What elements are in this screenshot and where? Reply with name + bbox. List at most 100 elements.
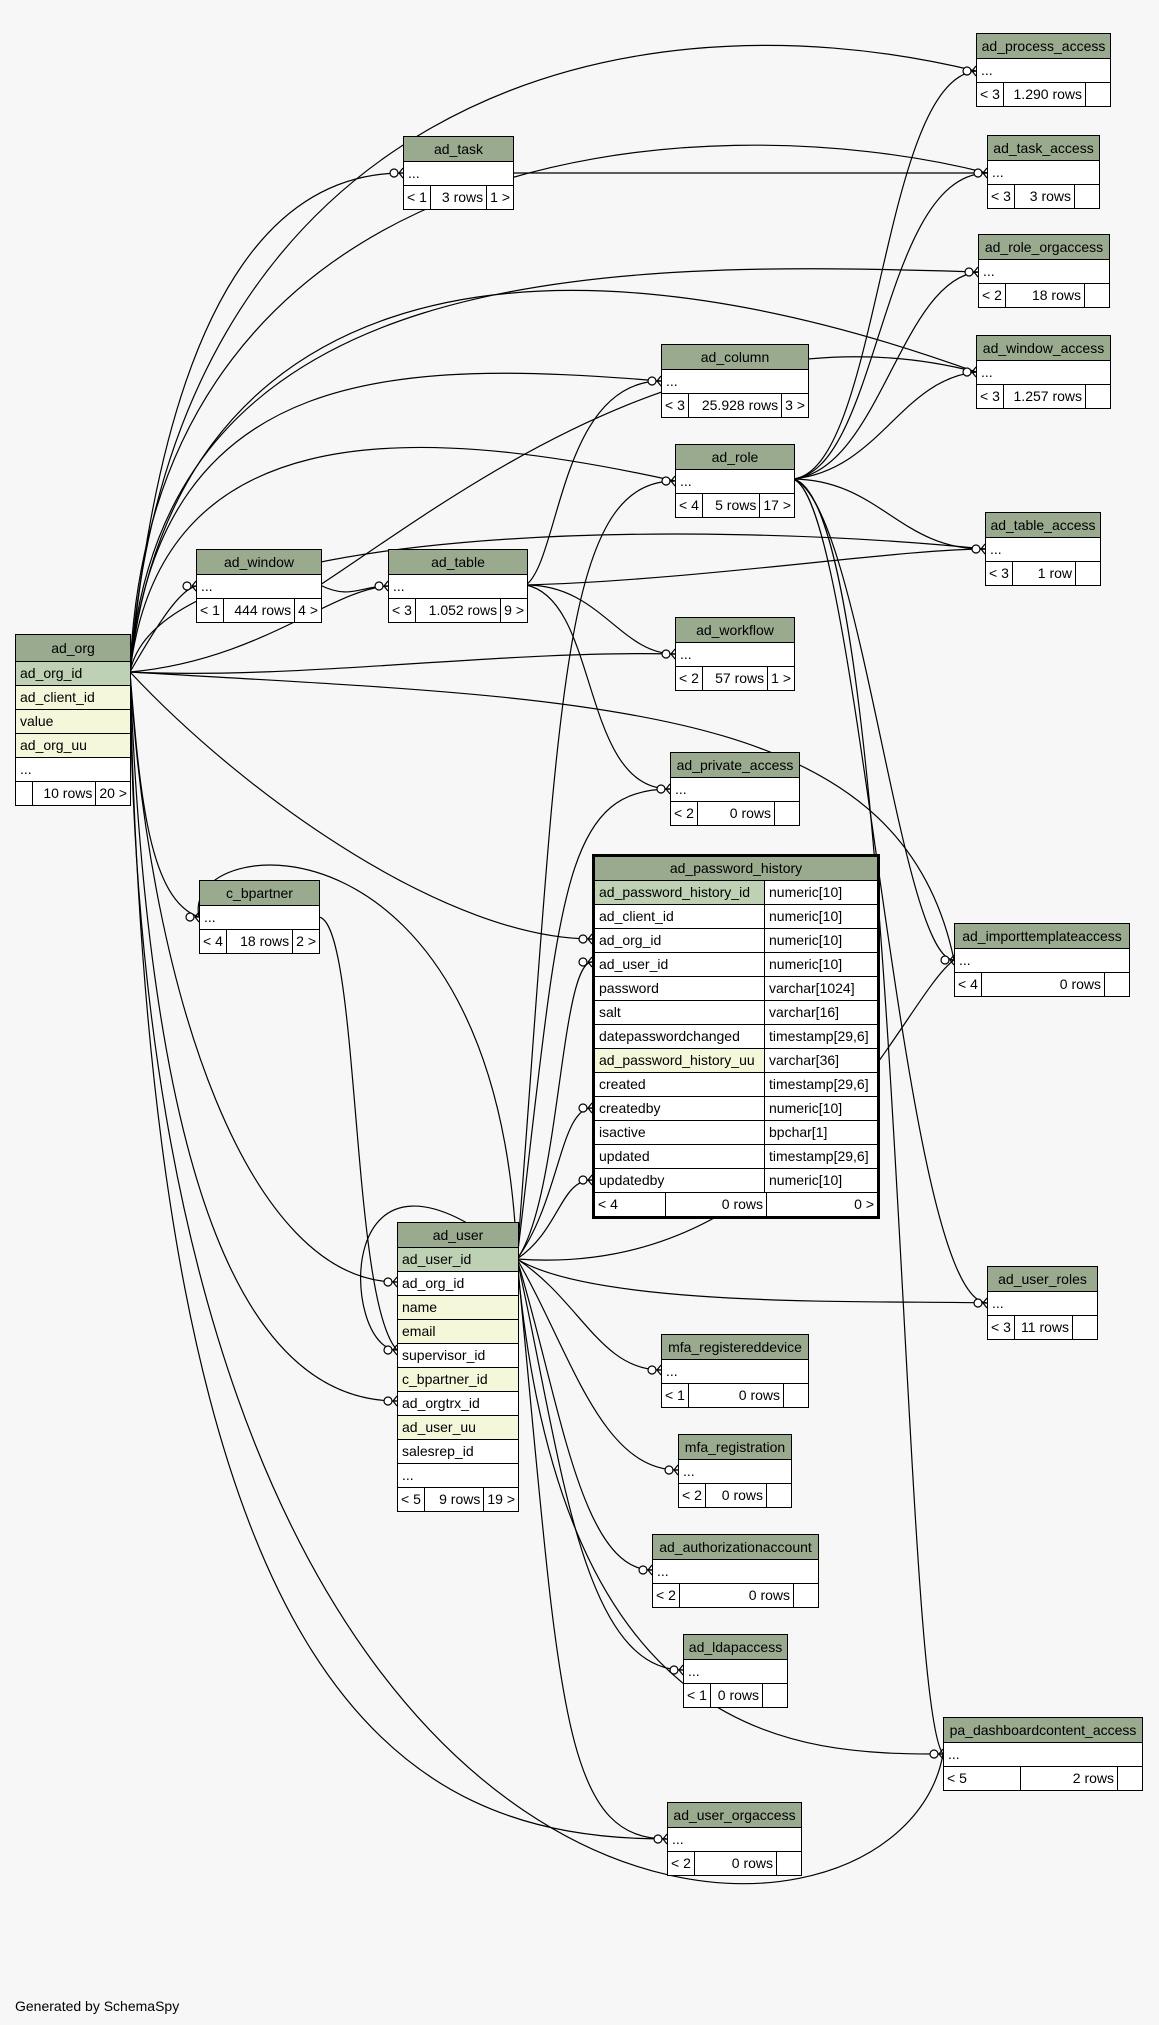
children-count[interactable] (1076, 562, 1100, 585)
table-ad-user[interactable]: ad_user ad_user_id ad_org_id name email … (397, 1222, 519, 1512)
children-count[interactable]: 9 > (504, 602, 524, 618)
children-count[interactable]: 4 > (298, 602, 318, 618)
endpoint-phUpdated-crow-foot-2 (587, 1179, 593, 1186)
parents-count[interactable]: < 4 (595, 1193, 666, 1216)
column-name: ... (666, 373, 678, 389)
table-title: ad_workflow (676, 618, 794, 643)
parents-count[interactable]: < 2 (676, 667, 703, 690)
column-name: ... (992, 164, 1004, 180)
parents-count[interactable]: < 3 (977, 83, 1004, 106)
column-type: numeric[10] (764, 1097, 877, 1120)
parents-count[interactable]: < 2 (671, 802, 698, 825)
parents-count[interactable]: < 4 (200, 930, 227, 953)
endpoint-mfaDev-crow-foot-2 (656, 1369, 662, 1376)
table-ad-password-history[interactable]: ad_password_history ad_password_history_… (592, 854, 880, 1219)
endpoint-importT-optional-marker (940, 955, 950, 965)
parents-count[interactable]: < 3 (389, 599, 416, 622)
children-count[interactable]: 1 > (490, 189, 510, 205)
children-count[interactable] (1086, 385, 1110, 408)
table-ad-workflow[interactable]: ad_workflow ... < 2 57 rows 1 > (675, 617, 795, 691)
table-ad-task-access[interactable]: ad_task_access ... < 3 3 rows (987, 135, 1100, 209)
table-pa-dashboardcontent-access[interactable]: pa_dashboardcontent_access ... < 5 2 row… (943, 1717, 1143, 1791)
parents-count[interactable]: < 5 (944, 1767, 1021, 1790)
children-count[interactable]: 19 > (487, 1491, 515, 1507)
children-count[interactable] (777, 1852, 801, 1875)
table-ad-private-access[interactable]: ad_private_access ... < 2 0 rows (670, 752, 800, 826)
children-count[interactable] (1086, 83, 1110, 106)
children-count[interactable] (775, 802, 799, 825)
children-count[interactable] (794, 1584, 818, 1607)
endpoint-winacc-optional-marker (962, 367, 972, 377)
edge-table-private-access (525, 584, 671, 790)
table-ad-importtemplateaccess[interactable]: ad_importtemplateaccess ... < 4 0 rows (954, 923, 1130, 997)
parents-count[interactable]: < 4 (676, 494, 703, 517)
children-count[interactable] (784, 1384, 808, 1407)
table-ad-role-orgaccess[interactable]: ad_role_orgaccess ... < 2 18 rows (978, 234, 1110, 308)
children-count[interactable]: 0 > (854, 1196, 874, 1212)
table-title: ad_table (389, 550, 527, 575)
parents-count[interactable]: < 2 (679, 1484, 706, 1507)
endpoint-dash-crow-foot-1 (938, 1748, 944, 1755)
children-count[interactable] (763, 1684, 787, 1707)
column-type: timestamp[29,6] (764, 1073, 877, 1096)
children-count[interactable] (1105, 973, 1129, 996)
table-ad-user-roles[interactable]: ad_user_roles ... < 3 11 rows (987, 1266, 1098, 1340)
children-count[interactable]: 20 > (99, 785, 127, 801)
table-footer: < 2 0 rows (668, 1852, 801, 1875)
children-count[interactable] (1118, 1767, 1142, 1790)
column-name: ... (990, 541, 1002, 557)
table-mfa-registration[interactable]: mfa_registration ... < 2 0 rows (678, 1434, 792, 1508)
parents-count[interactable]: < 3 (988, 1316, 1015, 1339)
table-ad-role[interactable]: ad_role ... < 4 5 rows 17 > (675, 444, 795, 518)
table-ad-column[interactable]: ad_column ... < 3 25.928 rows 3 > (661, 344, 809, 418)
table-ad-table[interactable]: ad_table ... < 3 1.052 rows 9 > (388, 549, 528, 623)
parents-count[interactable]: < 3 (988, 185, 1015, 208)
children-count[interactable] (1085, 284, 1109, 307)
edge-user-role (516, 480, 676, 1260)
table-title: ad_window (197, 550, 321, 575)
column-more: ... (653, 1560, 818, 1584)
endpoint-table-crow-foot-2 (383, 585, 389, 592)
parents-count[interactable]: < 1 (404, 186, 431, 209)
table-mfa-registereddevice[interactable]: mfa_registereddevice ... < 1 0 rows (661, 1334, 809, 1408)
parents-count[interactable]: < 3 (977, 385, 1004, 408)
edge-org-table-access (129, 533, 986, 673)
parents-count[interactable]: < 1 (662, 1384, 689, 1407)
table-ad-user-orgaccess[interactable]: ad_user_orgaccess ... < 2 0 rows (667, 1802, 802, 1876)
table-ad-ldapaccess[interactable]: ad_ldapaccess ... < 1 0 rows (683, 1634, 788, 1708)
column-type: varchar[36] (764, 1049, 877, 1072)
children-count[interactable] (1075, 185, 1099, 208)
children-count[interactable]: 3 > (785, 397, 805, 413)
children-count[interactable]: 2 > (296, 933, 316, 949)
table-ad-task[interactable]: ad_task ... < 1 3 rows 1 > (403, 136, 514, 210)
parents-count[interactable]: < 2 (653, 1584, 680, 1607)
children-count[interactable]: 17 > (763, 497, 791, 513)
parents-count[interactable]: < 1 (197, 599, 224, 622)
parents-count[interactable]: < 5 (398, 1488, 425, 1511)
children-count[interactable] (767, 1484, 791, 1507)
column-ad-org-id: ad_org_id (398, 1272, 518, 1296)
children-count[interactable] (1073, 1316, 1097, 1339)
parents-count[interactable]: < 3 (662, 394, 689, 417)
table-ad-window[interactable]: ad_window ... < 1 444 rows 4 > (196, 549, 322, 623)
edge-org-role-orgaccess (129, 268, 979, 673)
table-ad-authorizationaccount[interactable]: ad_authorizationaccount ... < 2 0 rows (652, 1534, 819, 1608)
table-ad-table-access[interactable]: ad_table_access ... < 3 1 row (985, 512, 1101, 586)
parents-count[interactable]: < 4 (955, 973, 982, 996)
table-ad-window-access[interactable]: ad_window_access ... < 3 1.257 rows (976, 335, 1111, 409)
parents-count[interactable] (16, 782, 33, 805)
column-name: salesrep_id (402, 1443, 474, 1459)
table-title: ad_user (398, 1223, 518, 1248)
table-ad-org[interactable]: ad_org ad_org_id ad_client_id value ad_o… (15, 634, 131, 806)
table-title: ad_task (404, 137, 513, 162)
endpoint-uroles-crow-foot-1 (982, 1297, 988, 1304)
table-ad-process-access[interactable]: ad_process_access ... < 3 1.290 rows (976, 33, 1111, 107)
table-c-bpartner[interactable]: c_bpartner ... < 4 18 rows 2 > (199, 880, 320, 954)
children-count[interactable]: 1 > (771, 670, 791, 686)
table-footer: < 4 5 rows 17 > (676, 494, 794, 517)
endpoint-tableacc-crow-foot-2 (980, 548, 986, 555)
parents-count[interactable]: < 1 (684, 1684, 711, 1707)
parents-count[interactable]: < 3 (986, 562, 1013, 585)
parents-count[interactable]: < 2 (668, 1852, 695, 1875)
parents-count[interactable]: < 2 (979, 284, 1006, 307)
